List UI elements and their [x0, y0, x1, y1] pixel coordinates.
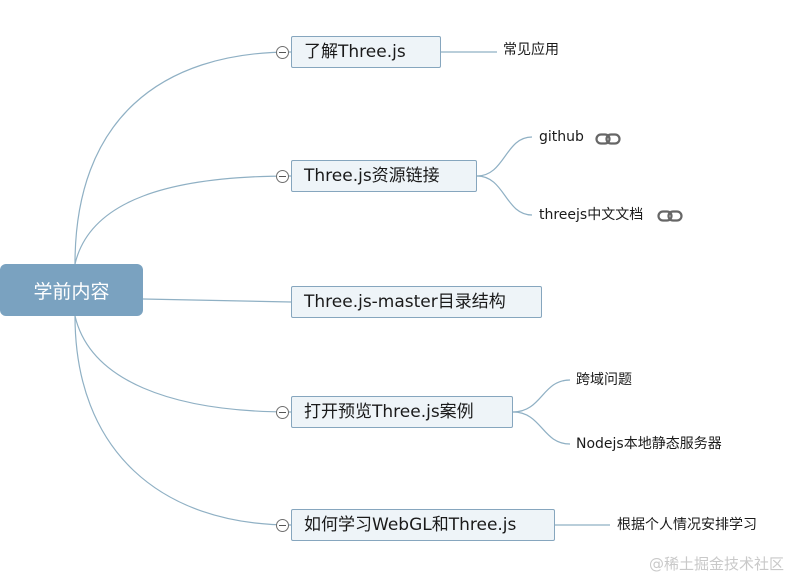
watermark: @稀土掘金技术社区 — [648, 555, 784, 573]
connector-leaf-2a — [476, 136, 533, 177]
branch-node-5[interactable]: 如何学习WebGL和Three.js — [291, 509, 555, 541]
branch-node-2[interactable]: Three.js资源链接 — [291, 160, 477, 192]
leaf-node-cors[interactable]: 跨域问题 — [576, 371, 632, 389]
leaf-node-label: 常见应用 — [503, 42, 559, 58]
branch-node-label: 了解Three.js — [304, 42, 406, 62]
connector-root-branch-2 — [74, 175, 292, 265]
connector-root-branch-5 — [74, 315, 292, 526]
branch-node-4[interactable]: 打开预览Three.js案例 — [291, 396, 513, 428]
branch-node-label: 如何学习WebGL和Three.js — [304, 515, 517, 535]
connector-root-branch-1 — [74, 51, 292, 265]
connector-leaf-2b — [476, 175, 533, 216]
leaf-node-common-apps[interactable]: 常见应用 — [503, 41, 559, 59]
connector-root-branch-4 — [74, 315, 292, 413]
leaf-node-label: 根据个人情况安排学习 — [617, 517, 757, 533]
leaf-node-label: 跨域问题 — [576, 372, 632, 388]
connector-leaf-4b — [512, 411, 571, 445]
leaf-node-label: github — [539, 129, 584, 145]
branch-node-label: Three.js-master目录结构 — [304, 292, 506, 312]
leaf-node-threejs-docs[interactable]: threejs中文文档 — [539, 206, 643, 224]
branch-node-1[interactable]: 了解Three.js — [291, 36, 441, 68]
link-icon[interactable] — [595, 132, 621, 146]
collapse-toggle-branch-2[interactable] — [276, 170, 289, 183]
branch-node-label: Three.js资源链接 — [304, 166, 440, 186]
collapse-toggle-branch-1[interactable] — [276, 46, 289, 59]
connector-root-branch-3 — [142, 298, 292, 303]
link-icon[interactable] — [657, 209, 683, 223]
leaf-node-github[interactable]: github — [539, 128, 584, 146]
connector-leaf-4a — [512, 379, 571, 413]
leaf-node-nodejs-server[interactable]: Nodejs本地静态服务器 — [576, 435, 722, 453]
branch-node-label: 打开预览Three.js案例 — [304, 402, 474, 422]
branch-node-3[interactable]: Three.js-master目录结构 — [291, 286, 542, 318]
leaf-node-label: Nodejs本地静态服务器 — [576, 436, 722, 452]
root-node[interactable]: 学前内容 — [0, 264, 143, 316]
collapse-toggle-branch-4[interactable] — [276, 406, 289, 419]
leaf-node-study-plan[interactable]: 根据个人情况安排学习 — [617, 516, 757, 534]
collapse-toggle-branch-5[interactable] — [276, 519, 289, 532]
leaf-node-label: threejs中文文档 — [539, 207, 644, 223]
root-node-label: 学前内容 — [33, 280, 110, 303]
